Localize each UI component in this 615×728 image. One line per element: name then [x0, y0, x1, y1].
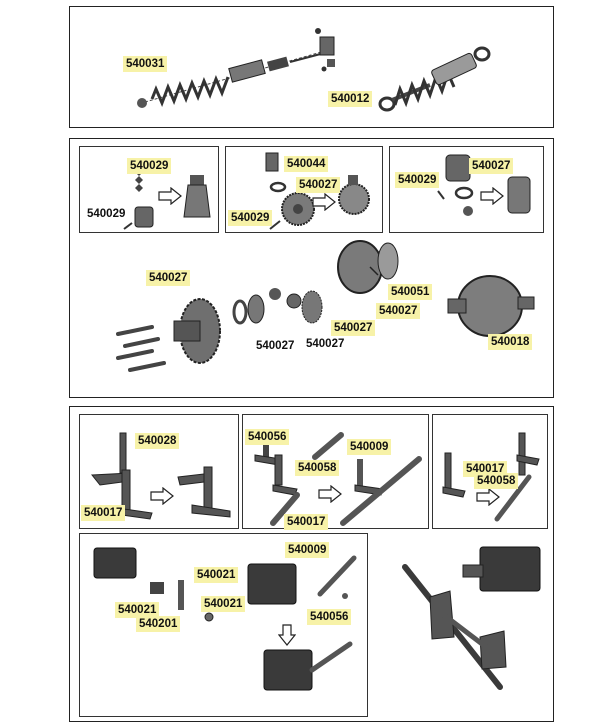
gear-stack-illustration [437, 154, 531, 216]
steering-bellcrank-illustration [91, 432, 231, 520]
part-number-label: 540027 [296, 177, 341, 193]
arrow-right-icon [150, 487, 174, 505]
part-number-label: 540021 [115, 602, 160, 618]
part-number-label: 540027 [256, 340, 295, 352]
steering-step-3: 540017 540058 [432, 414, 548, 529]
arrow-right-icon [312, 193, 336, 211]
part-number-label: 540031 [123, 56, 168, 72]
part-number-label: 540021 [201, 596, 246, 612]
steering-step-2: 540056 540009 540058 540017 [242, 414, 429, 530]
part-number-label: 540027 [146, 270, 191, 286]
part-number-label: 540056 [307, 609, 352, 625]
steering-panel: 540028 540017 540056 540009 540058 54001… [69, 406, 554, 722]
part-number-label: 540018 [488, 334, 533, 350]
part-number-label: 540027 [331, 320, 376, 336]
part-number-label: 540028 [135, 433, 180, 449]
part-number-label: 540027 [376, 303, 421, 319]
exploded-shock [137, 28, 335, 108]
pinion-assembly-illustration [123, 168, 211, 230]
arrow-right-icon [476, 488, 500, 506]
part-number-label: 540017 [81, 505, 126, 521]
shocks-panel: 540031 540012 [69, 6, 554, 128]
part-number-label: 540012 [328, 91, 373, 107]
steering-link-illustration [254, 432, 422, 526]
part-number-label: 540027 [306, 338, 345, 350]
arrow-right-icon [480, 187, 504, 205]
part-number-label: 540009 [347, 439, 392, 455]
gear-step-3: 540027 540029 [389, 146, 544, 233]
part-number-label: 540029 [127, 158, 172, 174]
gear-step-2: 540044 540027 540029 [225, 146, 383, 233]
arrow-down-icon [278, 624, 296, 646]
part-number-label: 540017 [284, 514, 329, 530]
part-number-label: 540021 [194, 567, 239, 583]
gear-step-1: 540029 540029 [79, 146, 219, 233]
spur-gear-assembly-illustration [265, 152, 370, 230]
gearbox-panel: 540029 540029 540044 540027 540029 [69, 138, 554, 398]
steering-step-1: 540028 540017 [79, 414, 239, 529]
part-number-label: 540029 [395, 172, 440, 188]
steering-step-4: 540009 540021 540021 540021 540201 54005… [79, 533, 368, 717]
part-number-label: 540058 [474, 473, 519, 489]
part-number-label: 540044 [284, 156, 329, 172]
part-number-label: 540027 [469, 158, 514, 174]
steering-final-assembly-illustration [402, 546, 541, 690]
part-number-label: 540029 [87, 208, 126, 220]
servo-saver-illustration [442, 432, 540, 522]
shock-absorbers-illustration [137, 28, 491, 112]
differential-exploded-illustration [116, 240, 535, 372]
part-number-label: 540009 [285, 542, 330, 558]
assembled-shock [378, 46, 491, 112]
servo-install-illustration [93, 547, 357, 691]
part-number-label: 540029 [228, 210, 273, 226]
arrow-right-icon [158, 187, 182, 205]
part-number-label: 540051 [388, 284, 433, 300]
arrow-right-icon [318, 485, 342, 503]
part-number-label: 540201 [136, 616, 181, 632]
part-number-label: 540058 [295, 460, 340, 476]
part-number-label: 540056 [245, 429, 290, 445]
